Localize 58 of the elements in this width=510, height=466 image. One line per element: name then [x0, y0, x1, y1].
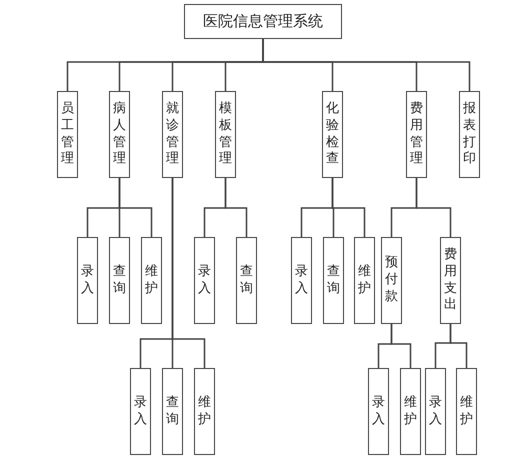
module-box: [425, 368, 446, 455]
module-box: [130, 368, 151, 455]
module-box: [109, 237, 130, 324]
module-box: [400, 368, 421, 455]
module-box: [368, 368, 389, 455]
node-label: 员工管理: [61, 100, 74, 168]
module-box: [406, 91, 427, 178]
module-box: [194, 368, 215, 455]
module-box: [57, 91, 78, 178]
module-box: [236, 237, 257, 324]
module-box: [77, 237, 98, 324]
module-box: [162, 91, 183, 178]
module-box: [215, 91, 236, 178]
connector-line: [390, 324, 412, 368]
node-label: 录入: [372, 394, 385, 428]
module-box: [440, 237, 461, 324]
module-box: [456, 368, 477, 455]
connector-line: [118, 178, 152, 237]
connector-line: [332, 178, 366, 237]
connector-line: [262, 39, 470, 91]
node-label: 费用管理: [410, 100, 423, 168]
node-label: 查询: [166, 394, 179, 428]
node-label: 报表打印: [463, 100, 476, 168]
node-label: 录入: [295, 264, 308, 298]
node-label: 费用支出: [444, 246, 457, 314]
module-box: [141, 237, 162, 324]
node-label: 就诊管理: [166, 100, 179, 168]
node-label: 模板管理: [219, 100, 232, 168]
root-box: [184, 4, 342, 39]
connector-line: [172, 178, 206, 368]
node-label: 维护: [460, 394, 473, 428]
node-label: 维护: [198, 394, 211, 428]
module-box: [109, 91, 130, 178]
module-box: [354, 237, 375, 324]
connector-line: [224, 178, 248, 237]
node-label: 录入: [198, 264, 211, 298]
node-label: 查询: [240, 264, 253, 298]
node-label: 维护: [404, 394, 417, 428]
module-box: [459, 91, 480, 178]
node-label: 维护: [145, 264, 158, 298]
module-box: [323, 237, 344, 324]
node-label: 病人管理: [113, 100, 126, 168]
connector-line: [416, 178, 452, 237]
node-label: 医院信息管理系统: [203, 12, 323, 31]
node-label: 录入: [429, 394, 442, 428]
node-label: 化验检查: [326, 100, 339, 168]
module-box: [322, 91, 343, 178]
node-label: 查询: [327, 264, 340, 298]
node-label: 录入: [81, 264, 94, 298]
module-box: [291, 237, 312, 324]
module-box: [162, 368, 183, 455]
node-label: 预付款: [385, 255, 398, 306]
node-label: 维护: [358, 264, 371, 298]
module-box: [381, 237, 402, 324]
connector-line: [450, 324, 468, 368]
node-label: 查询: [113, 264, 126, 298]
module-box: [194, 237, 215, 324]
node-label: 录入: [134, 394, 147, 428]
